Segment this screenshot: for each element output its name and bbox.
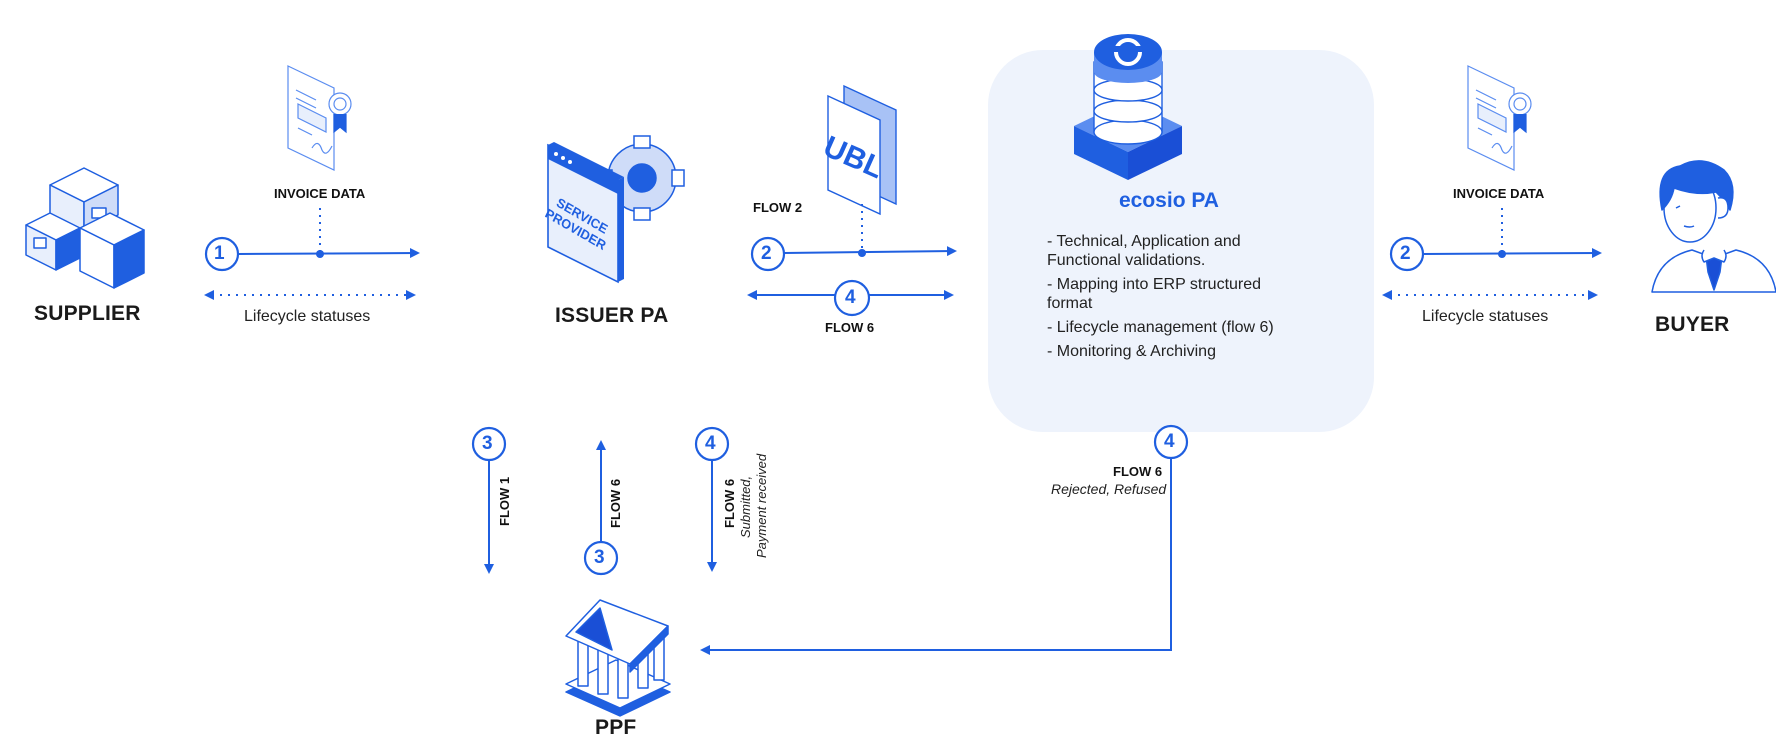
step-1-number: 1 (214, 243, 225, 264)
buyer-person-icon (1651, 160, 1776, 293)
flow2-label: FLOW 2 (753, 200, 803, 215)
flow6-submitted-label: Submitted, (738, 475, 753, 538)
left-lifecycle-label: Lifecycle statuses (244, 308, 371, 325)
step-2-number-middle: 2 (761, 243, 772, 264)
flow6-label-middle: FLOW 6 (825, 320, 875, 335)
buyer-label: BUYER (1655, 313, 1730, 336)
supplier-to-issuer-arrow (237, 248, 420, 259)
right-invoice-data-label: INVOICE DATA (1453, 186, 1545, 201)
ecosio-feature-3: - Lifecycle management (flow 6) (1047, 319, 1274, 336)
invoice-document-icon-right (1467, 65, 1532, 171)
service-provider-icon (547, 135, 685, 284)
right-invoice-junction-dot (1498, 250, 1506, 258)
ecosio-to-ppf-arrow (700, 458, 1172, 655)
ecosio-feature-1: - Technical, Application and Functional … (1047, 233, 1241, 269)
ecosio-return-sub-label: Rejected, Refused (1051, 481, 1167, 497)
step-3-circle-flow6 (583, 540, 619, 576)
step-4-number-flow6: 4 (705, 433, 716, 454)
invoice-document-icon (287, 65, 352, 171)
ecosio-return-flow6-label: FLOW 6 (1113, 464, 1163, 479)
flow6-payment-label: Payment received (754, 453, 769, 558)
flow2-junction-dot (858, 249, 866, 257)
issuer-pa-label: ISSUER PA (555, 304, 669, 327)
flow6-up-vertical-label: FLOW 6 (608, 478, 623, 528)
left-invoice-data-label: INVOICE DATA (274, 186, 366, 201)
ecosio-feature-list: - Technical, Application and Functional … (1047, 232, 1307, 361)
ecosio-database-sync-icon (1074, 34, 1182, 180)
step-3-number-flow6: 3 (594, 547, 605, 568)
ecosio-pa-title: ecosio PA (1119, 189, 1219, 212)
step-3-number-flow1: 3 (482, 433, 493, 454)
ecosio-to-buyer-arrow (1422, 248, 1602, 259)
invoice-data-junction-dot (316, 250, 324, 258)
right-lifecycle-label: Lifecycle statuses (1422, 308, 1549, 325)
step-2-number-right: 2 (1400, 243, 1411, 264)
ubl-document-icon (827, 84, 897, 216)
flow1-vertical-label: FLOW 1 (497, 476, 512, 526)
step-4-number-middle: 4 (845, 287, 856, 308)
step-4-circle-middle (833, 279, 871, 317)
step-2-circle-middle (750, 236, 786, 272)
flow6-down-vertical-label: FLOW 6 (722, 478, 737, 528)
ecosio-feature-2: - Mapping into ERP structured format (1047, 276, 1262, 312)
supplier-label: SUPPLIER (34, 302, 141, 325)
supplier-boxes-icon (25, 167, 145, 289)
ecosio-feature-4: - Monitoring & Archiving (1047, 343, 1216, 360)
ppf-government-building-icon (565, 599, 671, 717)
issuer-to-ecosio-arrow (783, 246, 957, 257)
step-4-number-ecosio: 4 (1164, 431, 1175, 452)
ppf-label: PPF (595, 716, 637, 739)
